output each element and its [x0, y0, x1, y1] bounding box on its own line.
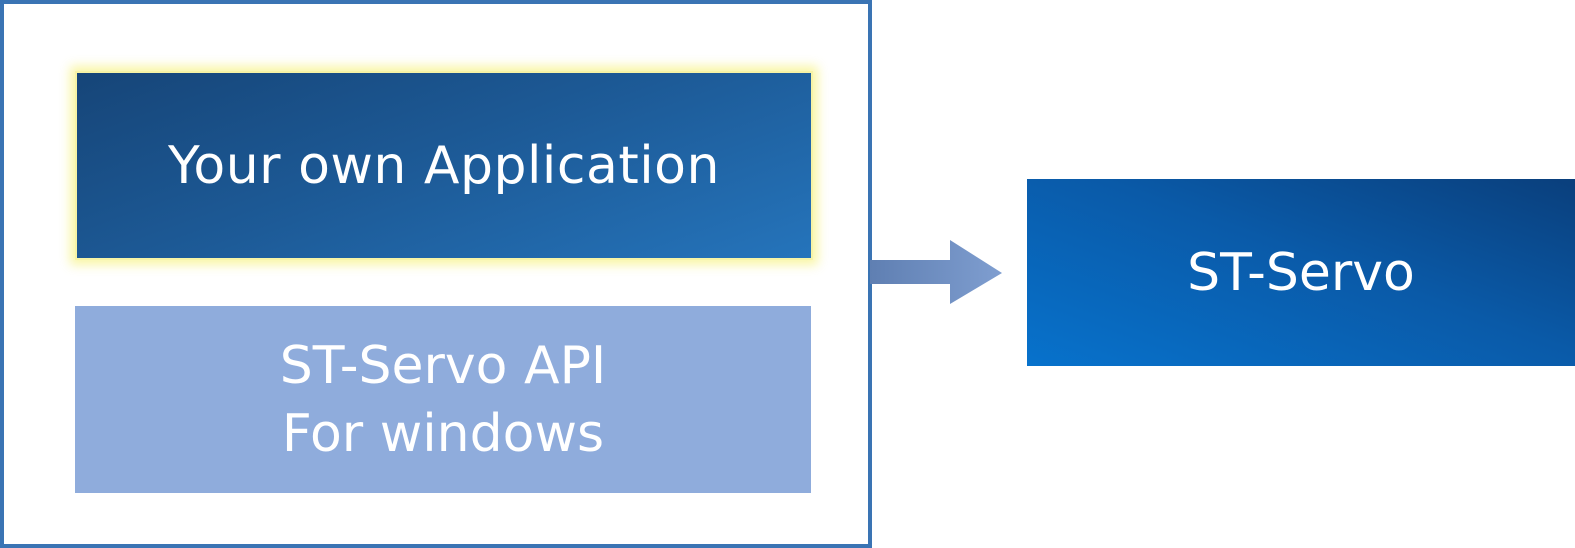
application-label: Your own Application [168, 135, 720, 196]
api-label-line2: For windows [281, 403, 605, 464]
api-label-line1: ST-Servo API [279, 335, 607, 396]
host-system-frame: Your own Application ST-Servo API For wi… [0, 0, 872, 548]
servo-label: ST-Servo [1187, 242, 1415, 303]
right-arrow-icon [870, 240, 1002, 304]
application-block: Your own Application [75, 71, 813, 260]
api-block: ST-Servo API For windows [75, 306, 811, 493]
servo-block: ST-Servo [1027, 179, 1575, 366]
